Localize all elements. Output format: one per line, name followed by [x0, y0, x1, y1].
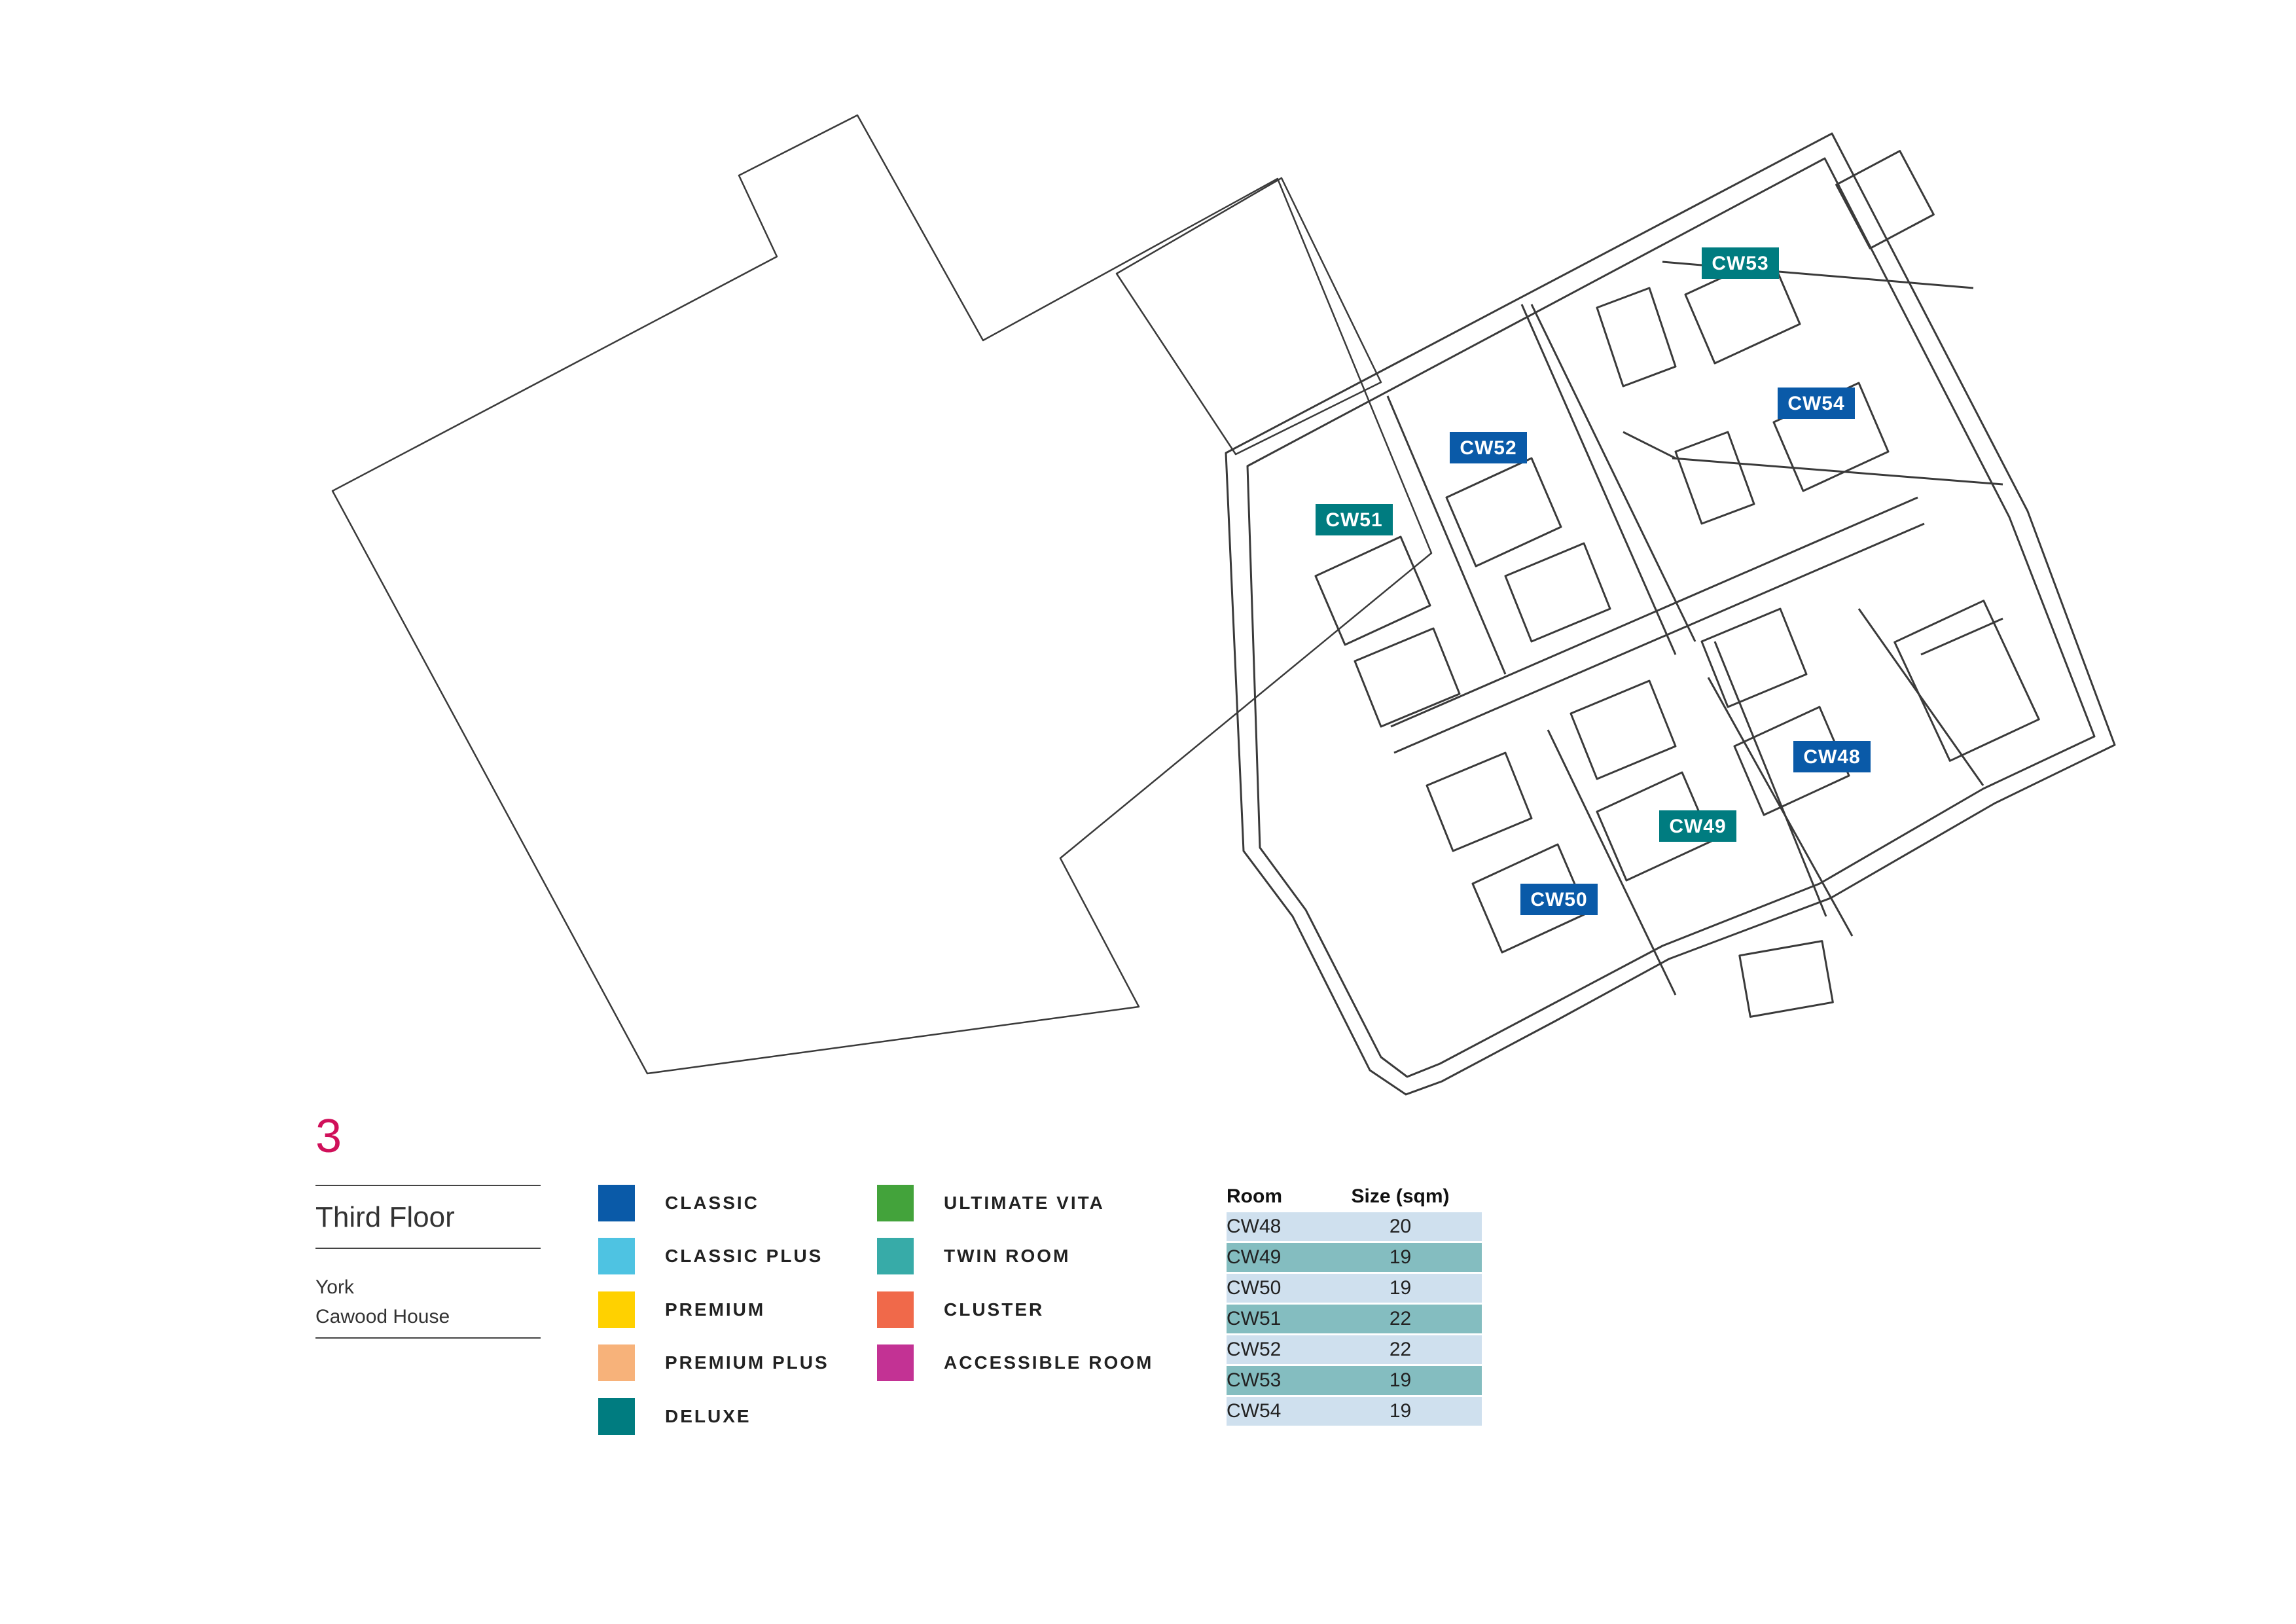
room-cell: CW54 [1227, 1396, 1319, 1428]
divider-top [315, 1185, 541, 1186]
svg-text:CW52: CW52 [1460, 437, 1516, 459]
table-row: CW53 19 [1227, 1365, 1482, 1397]
legend-swatch [598, 1344, 635, 1381]
size-cell: 19 [1319, 1272, 1482, 1305]
header-size: Size (sqm) [1351, 1185, 1450, 1207]
room-size-table: Room Size (sqm) CW48 20 CW49 19 CW50 19 … [1227, 1185, 1482, 1428]
table-row: CW52 22 [1227, 1334, 1482, 1366]
room-label-cw50[interactable]: CW50 [1520, 884, 1598, 915]
size-cell: 19 [1319, 1242, 1482, 1274]
room-cell: CW49 [1227, 1242, 1319, 1274]
room-cell: CW48 [1227, 1212, 1319, 1243]
adjacent-building-outline [331, 114, 1433, 1075]
legend-item-classic: CLASSIC [598, 1183, 759, 1223]
legend-swatch [877, 1291, 914, 1328]
legend-item-premium-plus: PREMIUM PLUS [598, 1343, 829, 1382]
annex-outline [1115, 177, 1382, 456]
size-cell: 22 [1319, 1303, 1482, 1335]
room-cell: CW50 [1227, 1272, 1319, 1305]
svg-text:CW51: CW51 [1325, 509, 1382, 531]
legend-label: TWIN ROOM [944, 1246, 1071, 1266]
svg-text:CW54: CW54 [1787, 393, 1844, 414]
city-name: York [315, 1276, 354, 1298]
room-cell: CW53 [1227, 1365, 1319, 1397]
building-name: Cawood House [315, 1306, 450, 1327]
legend-item-premium: PREMIUM [598, 1290, 765, 1329]
table-row: CW50 19 [1227, 1272, 1482, 1305]
legend-label: PREMIUM [665, 1299, 766, 1320]
legend-swatch [598, 1185, 635, 1221]
legend-item-cluster: CLUSTER [877, 1290, 1044, 1329]
room-label-cw53[interactable]: CW53 [1702, 247, 1779, 279]
legend-label: CLUSTER [944, 1299, 1045, 1320]
size-cell: 19 [1319, 1396, 1482, 1428]
legend-swatch [877, 1238, 914, 1274]
legend-label: CLASSIC PLUS [665, 1246, 823, 1266]
table-row: CW48 20 [1227, 1212, 1482, 1243]
svg-text:CW50: CW50 [1530, 889, 1587, 911]
legend-label: CLASSIC [665, 1193, 759, 1213]
legend-label: DELUXE [665, 1406, 751, 1426]
legend-swatch [598, 1238, 635, 1274]
svg-text:CW48: CW48 [1803, 746, 1860, 768]
legend-swatch [877, 1344, 914, 1381]
legend-item-ultimate-vita: ULTIMATE VITA [877, 1183, 1105, 1223]
legend-swatch [598, 1398, 635, 1435]
legend-label: ACCESSIBLE ROOM [944, 1352, 1154, 1373]
room-cell: CW52 [1227, 1334, 1319, 1366]
table-row: CW49 19 [1227, 1242, 1482, 1274]
residential-block [1225, 132, 2116, 1096]
size-cell: 20 [1319, 1212, 1482, 1243]
floor-number: 3 [315, 1110, 342, 1163]
legend-label: PREMIUM PLUS [665, 1352, 829, 1373]
room-label-cw49[interactable]: CW49 [1659, 810, 1736, 842]
header-room: Room [1227, 1185, 1282, 1207]
room-cell: CW51 [1227, 1303, 1319, 1335]
legend-label: ULTIMATE VITA [944, 1193, 1105, 1213]
size-cell: 19 [1319, 1365, 1482, 1397]
legend-swatch [877, 1185, 914, 1221]
room-label-cw54[interactable]: CW54 [1778, 388, 1855, 419]
divider-middle [315, 1248, 541, 1249]
svg-text:CW53: CW53 [1712, 253, 1768, 274]
table-header-row: Room Size (sqm) [1227, 1185, 1482, 1212]
table-row: CW54 19 [1227, 1396, 1482, 1428]
room-label-cw51[interactable]: CW51 [1316, 504, 1393, 535]
location-block: York Cawood House [315, 1272, 450, 1331]
room-label-cw52[interactable]: CW52 [1450, 432, 1527, 463]
divider-bottom [315, 1337, 541, 1339]
legend-item-twin-room: TWIN ROOM [877, 1236, 1070, 1276]
room-label-cw48[interactable]: CW48 [1793, 741, 1871, 772]
floor-plan: CW53 CW54 CW52 CW51 CW48 CW49 CW50 [331, 114, 2116, 1096]
table-row: CW51 22 [1227, 1303, 1482, 1335]
floor-name: Third Floor [315, 1201, 455, 1233]
legend-swatch [598, 1291, 635, 1328]
size-cell: 22 [1319, 1334, 1482, 1366]
svg-text:CW49: CW49 [1669, 816, 1726, 837]
legend-item-accessible-room: ACCESSIBLE ROOM [877, 1343, 1153, 1382]
legend-item-deluxe: DELUXE [598, 1397, 751, 1436]
legend-item-classic-plus: CLASSIC PLUS [598, 1236, 823, 1276]
